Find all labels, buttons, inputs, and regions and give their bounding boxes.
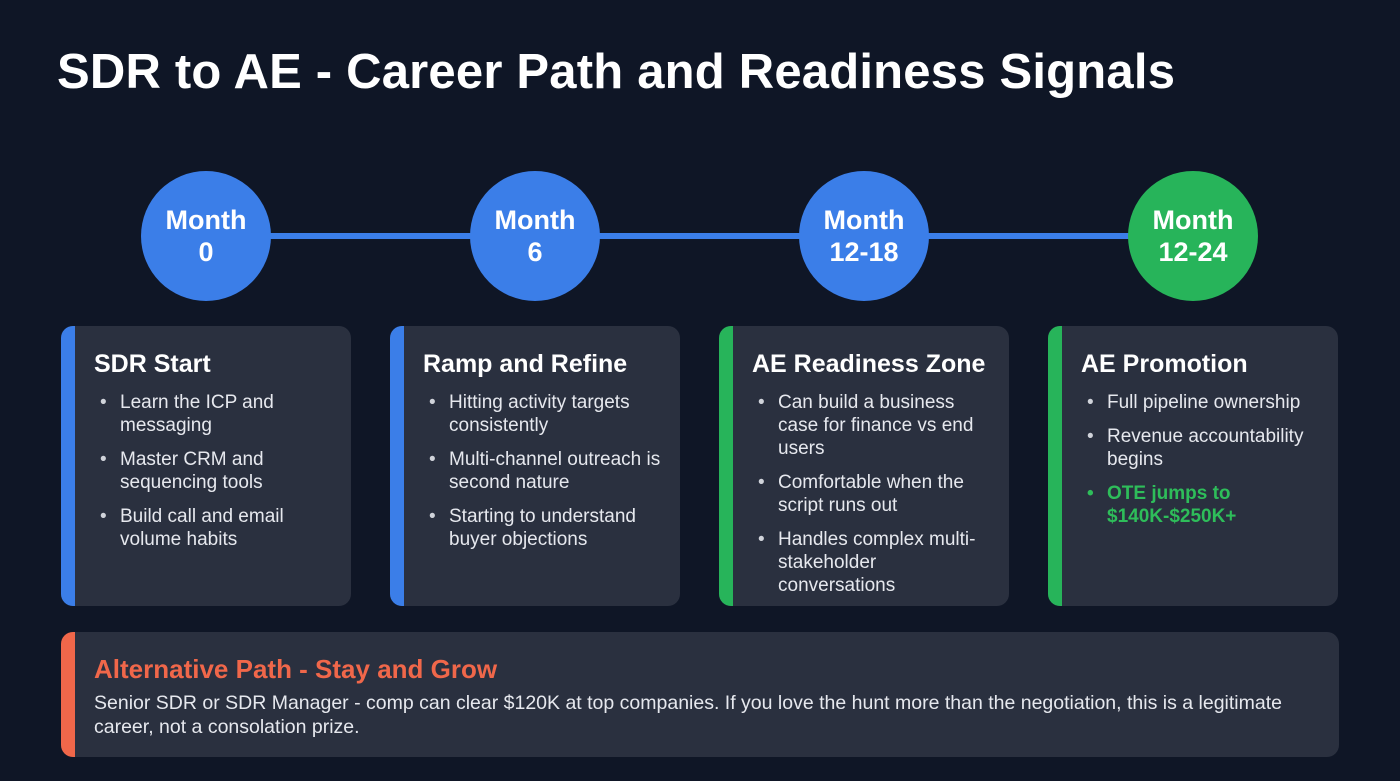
- alternative-path-card: Alternative Path - Stay and Grow Senior …: [61, 632, 1339, 757]
- stage-item: Multi-channel outreach is second nature: [423, 448, 662, 494]
- stage-card-ae-promotion: AE Promotion Full pipeline ownership Rev…: [1048, 326, 1338, 606]
- stage-item: Learn the ICP and messaging: [94, 391, 333, 437]
- milestone-month-12-24: Month 12-24: [1128, 171, 1258, 301]
- milestone-value: 12-24: [1158, 237, 1228, 267]
- stage-item: Revenue accountability begins: [1081, 425, 1320, 471]
- stage-card-ae-readiness-zone: AE Readiness Zone Can build a business c…: [719, 326, 1009, 606]
- stage-item: Can build a business case for finance vs…: [752, 391, 991, 460]
- alternative-path-body: Senior SDR or SDR Manager - comp can cle…: [94, 692, 1282, 738]
- stage-item: Starting to understand buyer objections: [423, 505, 662, 551]
- stage-item: Master CRM and sequencing tools: [94, 448, 333, 494]
- accent-bar: [719, 326, 733, 606]
- stage-card-ramp-and-refine: Ramp and Refine Hitting activity targets…: [390, 326, 680, 606]
- milestone-label: Month: [494, 205, 576, 235]
- stage-item: Comfortable when the script runs out: [752, 471, 991, 517]
- timeline-connector: [206, 233, 1193, 239]
- milestone-label: Month: [165, 205, 247, 235]
- accent-bar: [1048, 326, 1062, 606]
- stage-item: Build call and email volume habits: [94, 505, 333, 551]
- accent-bar: [61, 326, 75, 606]
- milestone-label: Month: [1152, 205, 1234, 235]
- stage-title: SDR Start: [94, 350, 211, 378]
- stage-item: Hitting activity targets consistently: [423, 391, 662, 437]
- milestone-month-12-18: Month 12-18: [799, 171, 929, 301]
- accent-bar: [390, 326, 404, 606]
- page-title: SDR to AE - Career Path and Readiness Si…: [57, 45, 1176, 99]
- milestone-month-0: Month 0: [141, 171, 271, 301]
- milestone-month-6: Month 6: [470, 171, 600, 301]
- milestone-value: 6: [527, 237, 543, 267]
- stage-item: Full pipeline ownership: [1081, 391, 1320, 414]
- stage-title: AE Readiness Zone: [752, 350, 986, 378]
- stage-item: Handles complex multi-stakeholder conver…: [752, 528, 991, 597]
- accent-bar: [61, 632, 75, 757]
- milestone-label: Month: [823, 205, 905, 235]
- milestone-value: 0: [198, 237, 214, 267]
- stage-card-sdr-start: SDR Start Learn the ICP and messaging Ma…: [61, 326, 351, 606]
- stage-title: AE Promotion: [1081, 350, 1248, 378]
- alternative-path-title: Alternative Path - Stay and Grow: [94, 654, 498, 684]
- milestone-value: 12-18: [829, 237, 899, 267]
- ote-highlight-item: OTE jumps to $140K-$250K+: [1081, 482, 1320, 528]
- stage-title: Ramp and Refine: [423, 350, 628, 378]
